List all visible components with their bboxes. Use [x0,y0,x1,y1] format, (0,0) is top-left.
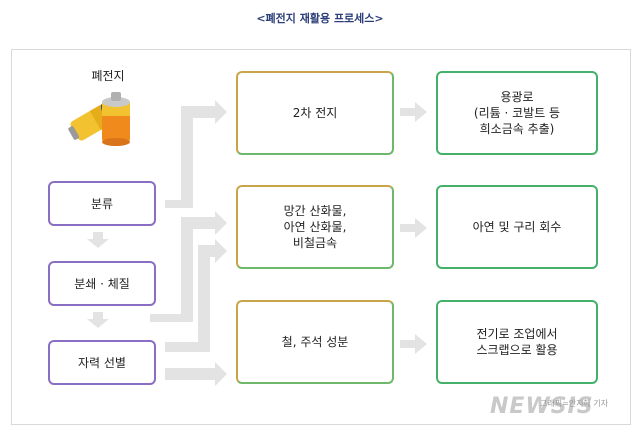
step-magnetic-separation: 자력 선별 [48,340,156,385]
arrow-oxides-to-zinc [400,218,427,238]
arrow-magnetic-to-iron [165,362,227,386]
product-oxides: 망간 산화물, 아연 산화물, 비철금속 [236,185,394,269]
result-scrap: 전기로 조업에서 스크랩으로 활용 [436,300,598,384]
arrow-magnetic-to-oxides [165,239,227,352]
arrow-iron-to-scrap [400,334,427,354]
arrow-crush-to-oxides [150,211,227,322]
product-iron-tin: 철, 주석 성분 [236,300,394,384]
arrow-classify-to-battery [165,100,227,208]
waste-battery-label: 폐전지 [91,69,125,83]
result-rare-metal: 용광로 (리튬 · 코발트 등 희소금속 추출) [436,71,598,155]
arrow-down-1 [87,232,109,248]
product-secondary-battery: 2차 전지 [236,71,394,155]
result-zinc-copper: 아연 및 구리 회수 [436,185,598,269]
arrow-battery-to-furnace [400,102,427,122]
graphic-credit: 그래픽=안지혜 기자 [540,399,609,408]
step-classify: 분류 [48,181,156,226]
battery-icon [68,92,130,146]
step-crush-sieve: 분쇄 · 체질 [48,261,156,306]
arrow-down-2 [87,312,109,328]
newsis-watermark: NEWSIS [490,394,594,419]
diagram-title: <폐전지 재활용 프로세스> [256,12,384,25]
